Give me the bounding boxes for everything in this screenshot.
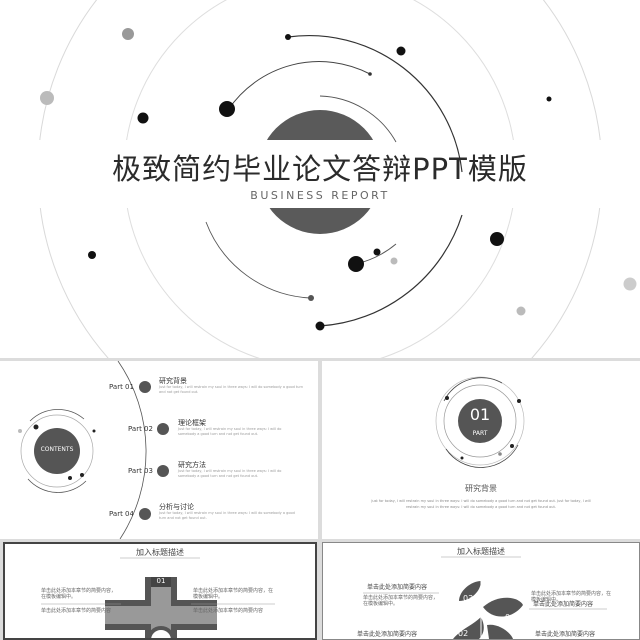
slide-a-left-text1: 单击此处添加本章节的简要内容，在模板编辑中。 xyxy=(41,588,117,600)
contents-label: CONTENTS xyxy=(40,446,74,453)
cross-badge: 01 xyxy=(156,577,166,585)
slide-b-right-head2: 单击此处添加简要内容 xyxy=(535,631,596,638)
toc-part-3: Part 03 xyxy=(128,467,153,475)
contents-graphic xyxy=(18,361,169,539)
content-slide-a[interactable]: 加入标题描述 01 单击此处添加本章节的简要内容，在模板编辑中。 单击此处添加本… xyxy=(3,542,317,640)
slide-b-right-text1: 单击此处添加本章节的简要内容，在模板编辑中。 xyxy=(531,591,612,603)
toc-part-1: Part 01 xyxy=(109,383,134,391)
toc-desc-4: Just for today, I will restrain my soul … xyxy=(159,511,295,520)
contents-slide[interactable]: CONTENTS Part 01 研究背景 Just for today, I … xyxy=(0,361,318,539)
page-title: 极致简约毕业论文答辩PPT模版 xyxy=(112,152,528,186)
slide-b-title: 加入标题描述 xyxy=(457,547,505,556)
toc-desc-1: Just for today, I will restrain my soul … xyxy=(159,385,304,394)
slide-a-right-text2: 单击此处添加本章节的简要内容 xyxy=(193,608,264,614)
cross-graphic xyxy=(41,557,275,638)
title-slide[interactable]: 极致简约毕业论文答辩PPT模版 BUSINESS REPORT xyxy=(0,0,640,358)
slide-b-left-head1: 单击此处添加简要内容 xyxy=(367,584,428,591)
slide-a-right-text1: 单击此处添加本章节的简要内容，在模板编辑中。 xyxy=(193,588,274,600)
leaf-label-02: 02 xyxy=(458,629,469,638)
part-heading: 研究背景 xyxy=(465,484,497,493)
leaf-graphic xyxy=(363,556,607,639)
part-number: 01 xyxy=(469,405,491,424)
toc-heading-2[interactable]: 理论框架 xyxy=(178,419,206,427)
toc-heading-1[interactable]: 研究背景 xyxy=(159,377,187,385)
toc-part-4: Part 04 xyxy=(109,510,134,518)
part-slide[interactable]: 01 PART 研究背景 Just for today, I will rest… xyxy=(322,361,640,539)
slide-a-left-text2: 单击此处添加本章节的简要内容 xyxy=(41,608,112,614)
orbit-graphic xyxy=(37,0,637,358)
page-subtitle: BUSINESS REPORT xyxy=(250,189,390,202)
slide-b-left-head2: 单击此处添加简要内容 xyxy=(357,631,418,638)
toc-heading-3[interactable]: 研究方法 xyxy=(178,461,206,469)
part-word: PART xyxy=(472,430,488,437)
slide-b-right-head1: 单击此处添加简要内容 xyxy=(533,601,594,608)
toc-heading-4[interactable]: 分析与讨论 xyxy=(159,503,194,511)
part-desc: Just for today, I will restrain my soul … xyxy=(371,499,591,509)
leaf-label-03: 03 xyxy=(463,594,474,603)
toc-desc-3: Just for today, I will restrain my soul … xyxy=(178,469,282,478)
slide-a-title: 加入标题描述 xyxy=(136,548,184,557)
toc-part-2: Part 02 xyxy=(128,425,153,433)
part-graphic xyxy=(435,376,525,468)
content-slide-b[interactable]: 加入标题描述 03 04 02 单击此处添加简要内容 单击此处添加本章节的简要内… xyxy=(322,542,640,640)
slide-b-left-text1: 单击此处添加本章节的简要内容，在模板编辑中。 xyxy=(363,595,439,607)
toc-desc-2: Just for today, I will restrain my soul … xyxy=(178,427,282,436)
leaf-label-04: 04 xyxy=(505,613,516,622)
